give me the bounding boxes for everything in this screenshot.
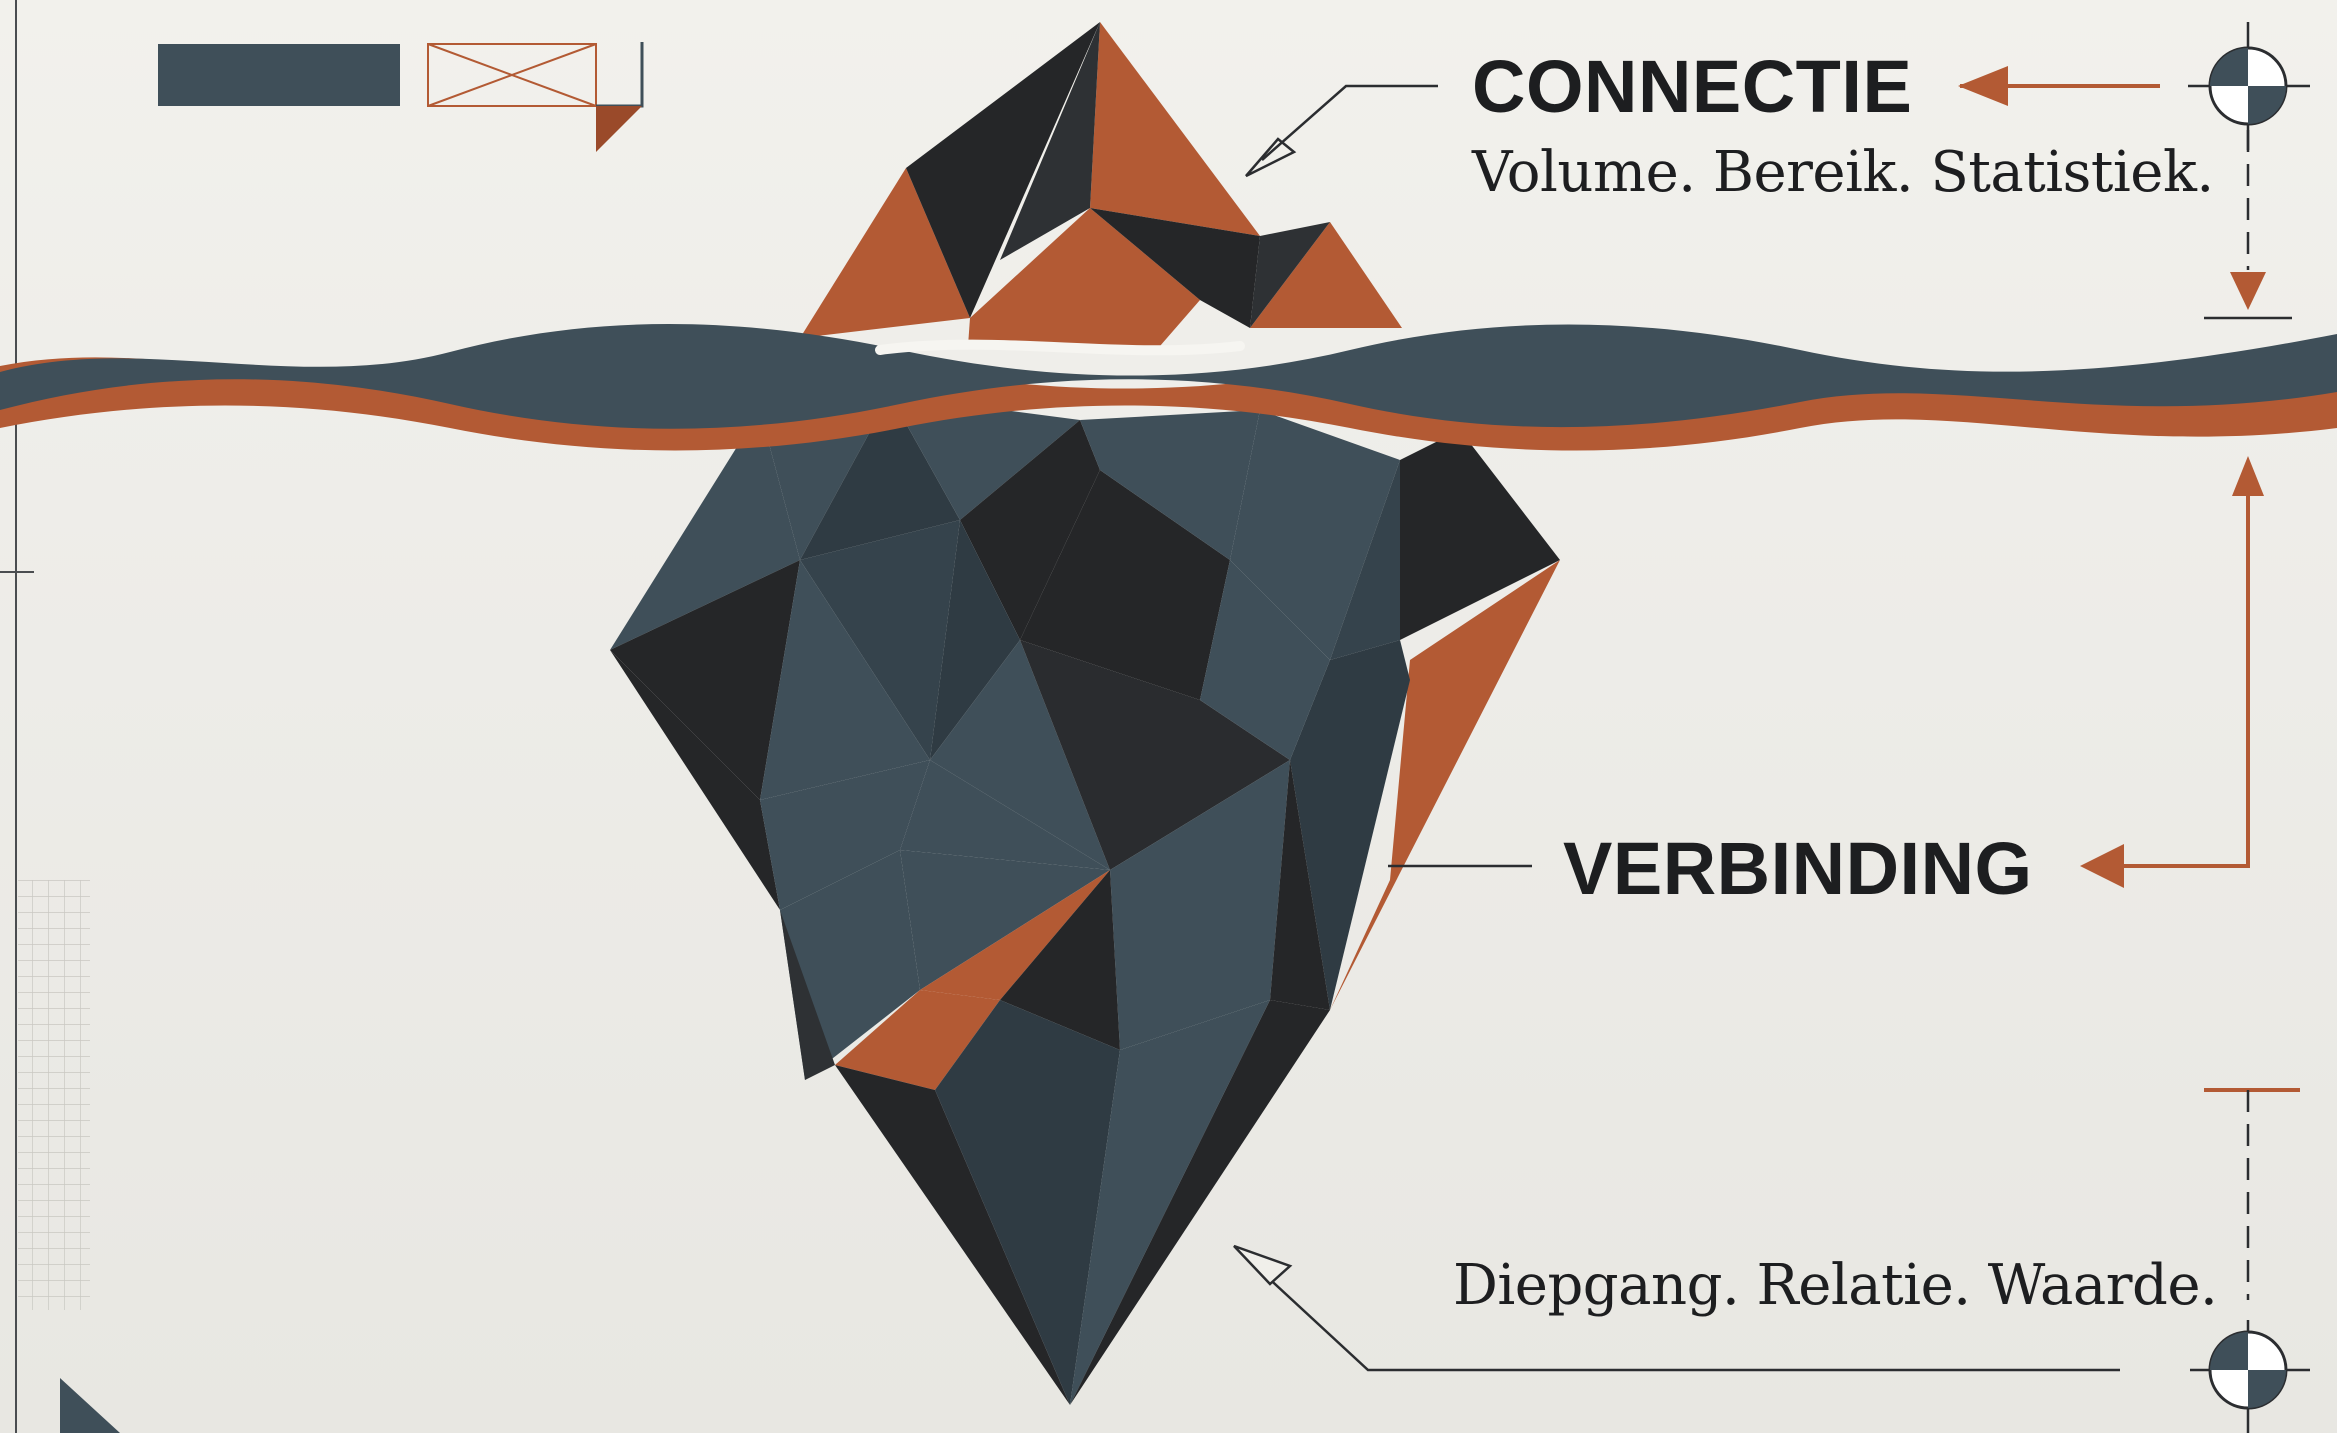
arrow-left-icon xyxy=(1958,66,2008,106)
crosshair-icon xyxy=(2190,1320,2310,1433)
hollow-arrow-icon xyxy=(1234,1246,1290,1284)
tip-pointer xyxy=(1246,86,1438,176)
depth-marker xyxy=(2204,1090,2300,1300)
tip-heading: CONNECTIE xyxy=(1472,44,1912,129)
corner-triangle-icon xyxy=(60,1378,120,1433)
base-caption: Diepgang. Relatie. Waarde. xyxy=(1453,1253,2217,1318)
arrow-up-icon xyxy=(2232,456,2264,496)
base-heading: VERBINDING xyxy=(1563,826,2033,911)
tip-right-arrow xyxy=(1958,66,2160,106)
body-bracket xyxy=(2080,456,2264,888)
iceberg-tip xyxy=(800,22,1402,346)
arrow-down-icon xyxy=(2230,272,2266,310)
grid-pattern xyxy=(18,880,90,1310)
tip-caption: Volume. Bereik. Statistiek. xyxy=(1472,140,2214,205)
header-decoration xyxy=(158,42,642,152)
tip-dimension xyxy=(2204,130,2292,318)
hollow-arrow-icon xyxy=(1246,139,1294,176)
iceberg-body xyxy=(610,395,1560,1405)
arrow-left-icon xyxy=(2080,844,2124,888)
